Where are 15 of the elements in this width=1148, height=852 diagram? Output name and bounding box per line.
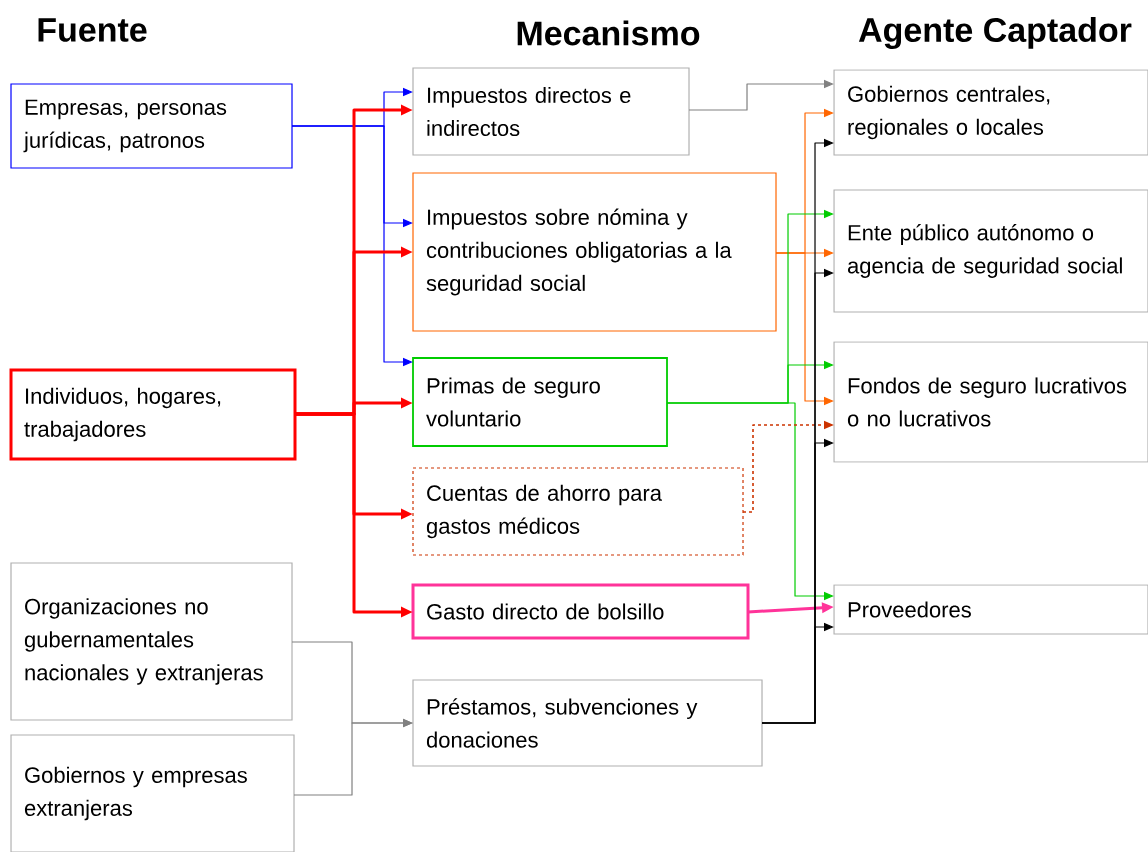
text-box: Empresas, personas jurídicas, patronos — [10, 83, 293, 169]
text-box: Impuestos sobre nómina y contribuciones obligatorias a la seguridad social — [412, 172, 777, 332]
text-box: Gobiernos centrales, regionales o locales — [833, 69, 1148, 156]
text-box: Ente público autónomo o agencia de seguridad social — [833, 189, 1148, 313]
text-box: Gasto directo de bolsillo — [411, 583, 750, 640]
text-box: Cuentas de ahorro para gastos médicos — [412, 467, 744, 556]
text-box: Primas de seguro voluntario — [412, 357, 668, 447]
text-box: Proveedores — [833, 584, 1148, 635]
text-box: Fondos de seguro lucrativos o no lucrativos — [833, 341, 1148, 463]
text-box: Préstamos, subvenciones y donaciones — [412, 679, 763, 767]
text-box: Impuestos directos e indirectos — [412, 67, 690, 156]
column-heading: Fuente — [38, 18, 147, 42]
text-box: Individuos, hogares, trabajadores — [9, 368, 297, 461]
text-box: Organizaciones no gubernamentales nacionales y extranjeras — [10, 562, 293, 721]
text-box: Gobiernos y empresas extranjeras — [10, 734, 295, 852]
